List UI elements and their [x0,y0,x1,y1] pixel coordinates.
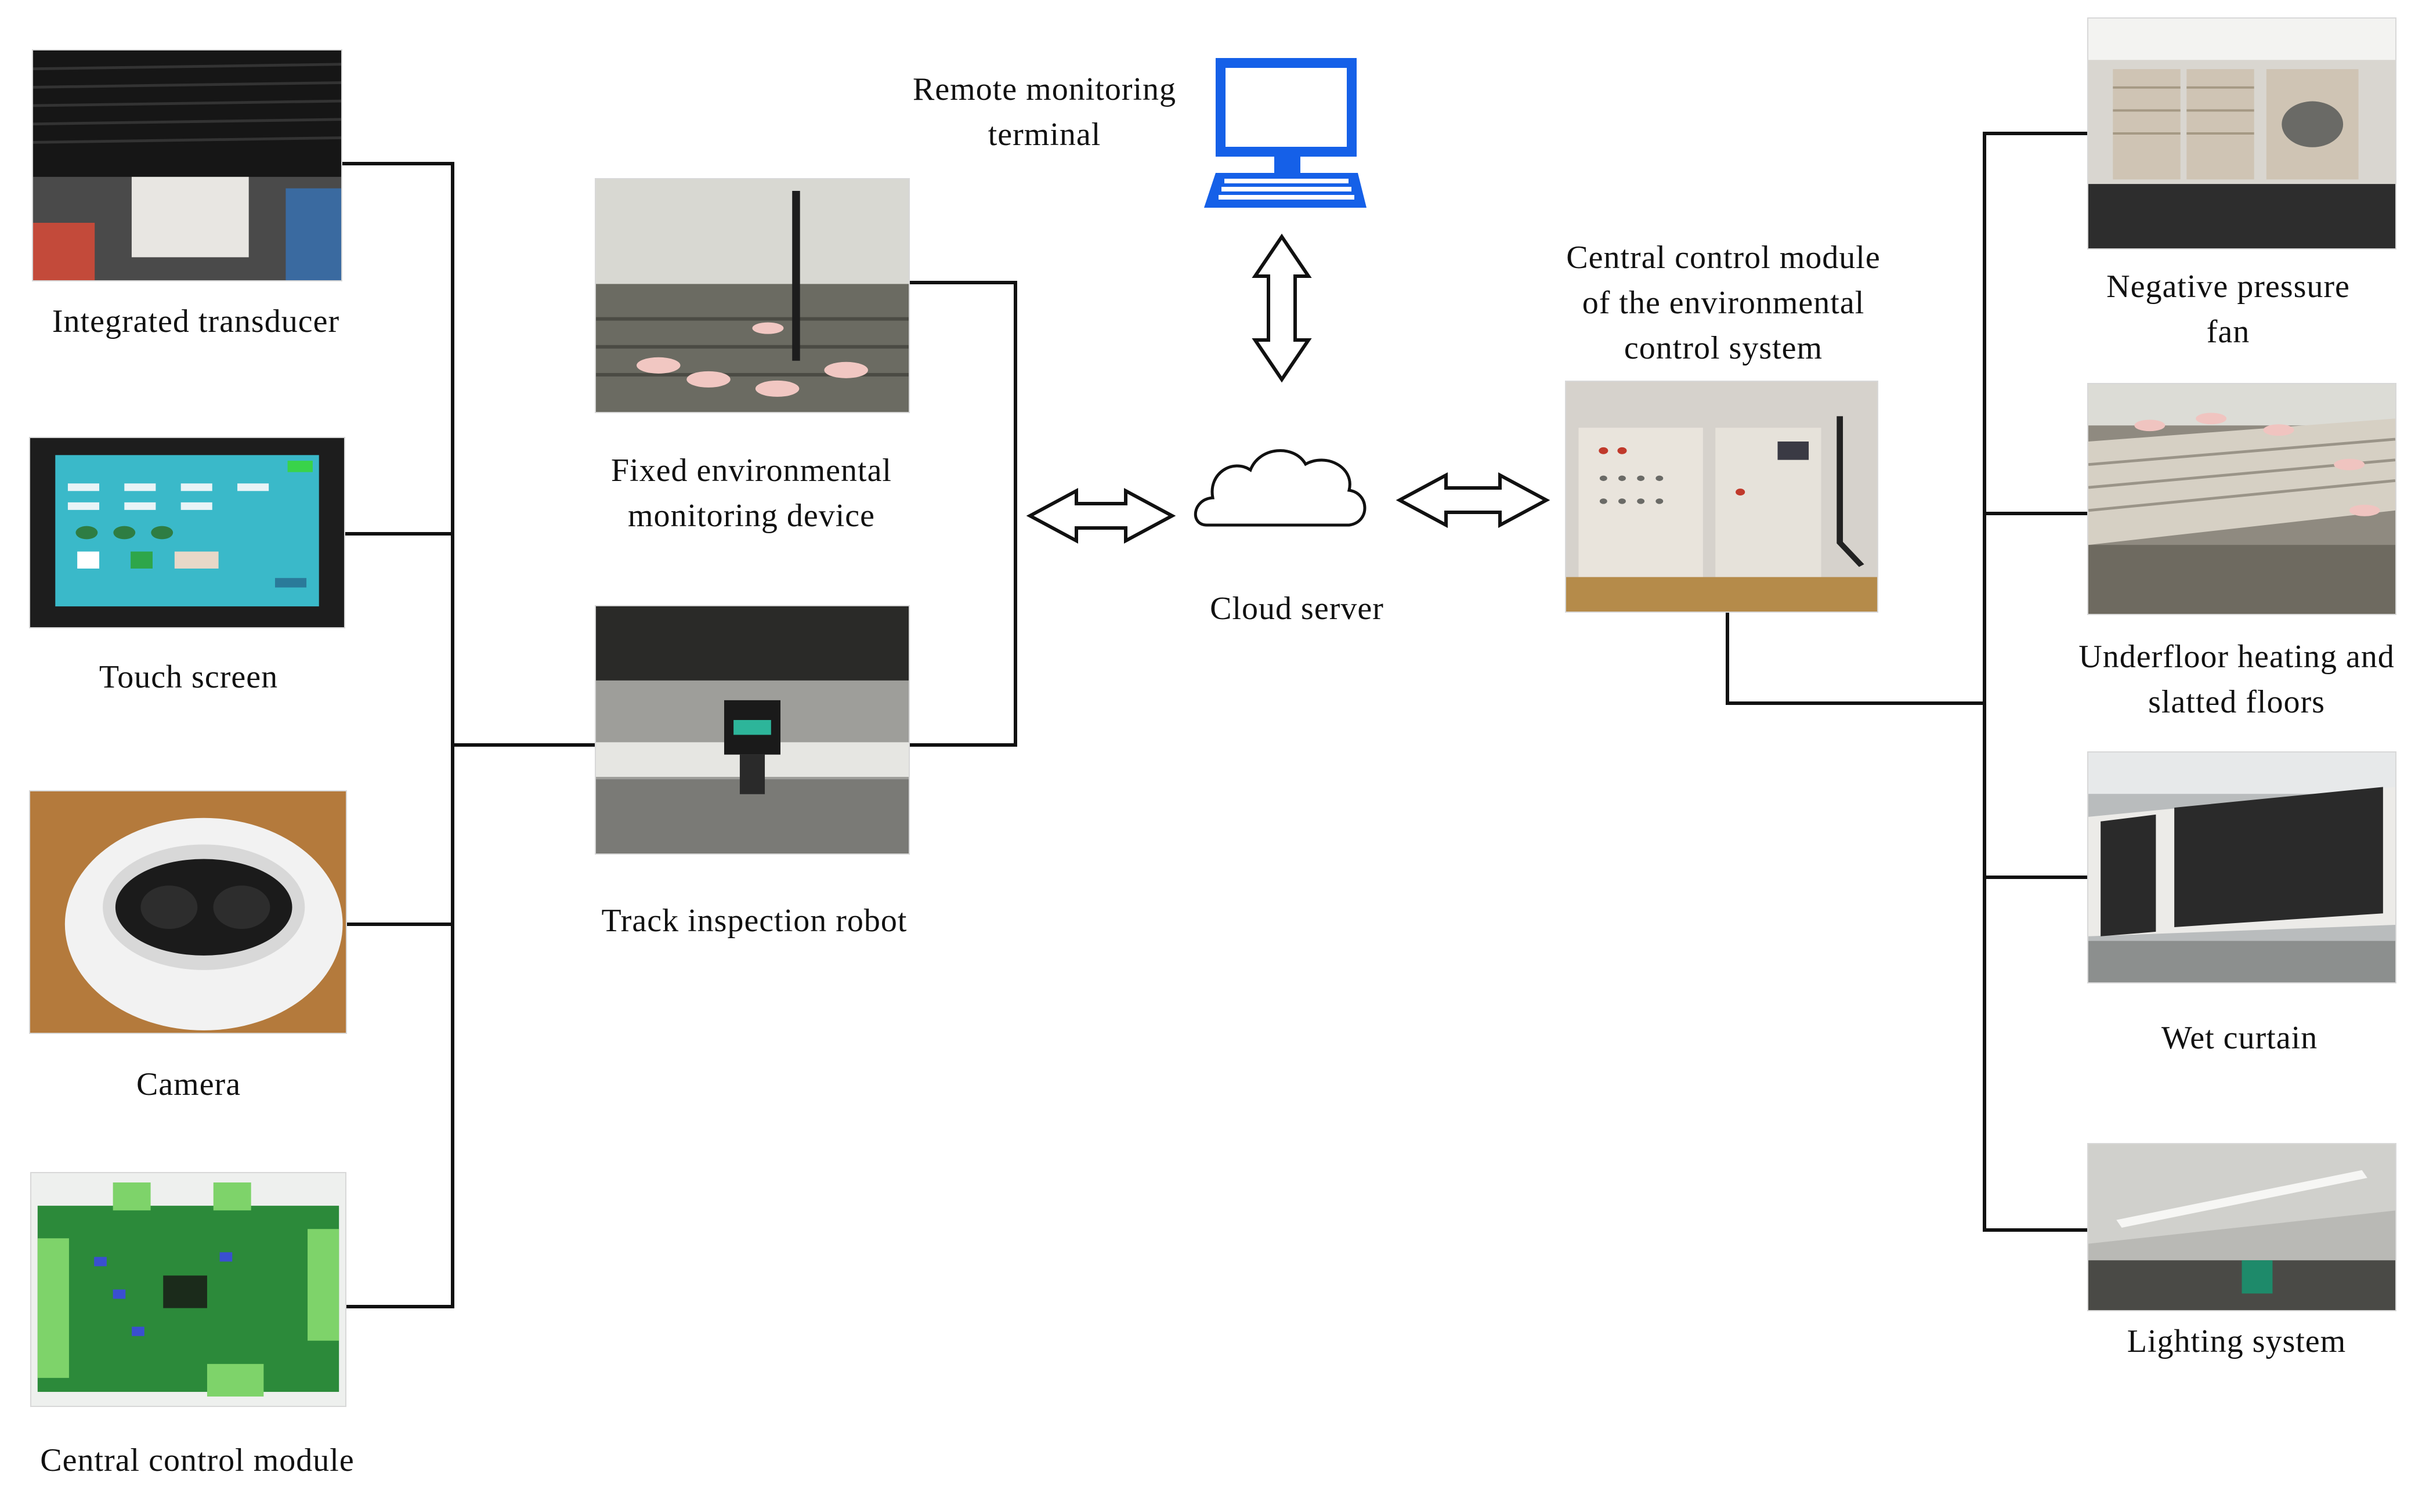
label-cloud-server: Cloud server [1210,591,1384,627]
underfloor-heating-photo [2087,383,2396,615]
connector-devices-bus [910,281,1017,747]
label-fixed-environmental-monitoring-device: Fixed environmental monitoring device [610,453,892,534]
label-env-central-control-module: Central control module of the environmen… [1566,240,1881,366]
fixed-environmental-monitoring-device-photo [595,178,910,413]
label-wet-curtain: Wet curtain [2161,1020,2318,1056]
central-control-module-photo [30,1172,346,1407]
label-negative-pressure-fan: Negative pressure fan [2106,269,2350,350]
connector-right-bus [1983,132,2087,1232]
track-inspection-robot-photo [595,605,910,855]
label-remote-monitoring-terminal: Remote monitoring terminal [912,71,1177,153]
label-lighting-system: Lighting system [2127,1323,2347,1359]
connector-env-control [1726,611,1984,705]
double-arrow-icon [1252,233,1312,383]
cloud-icon [1194,449,1367,527]
double-arrow-icon [1396,472,1550,529]
label-central-control-module: Central control module [40,1442,355,1478]
connector-transducer [342,162,454,1308]
lighting-system-photo [2087,1143,2396,1311]
wet-curtain-photo [2087,751,2396,983]
camera-photo [29,790,347,1034]
env-control-cabinet-photo [1565,381,1878,613]
desktop-computer-icon [1204,58,1367,208]
label-camera: Camera [136,1066,241,1102]
label-underfloor-heating: Underfloor heating and slatted floors [2078,639,2395,720]
label-touch-screen: Touch screen [99,659,279,695]
label-integrated-transducer: Integrated transducer [52,303,340,339]
label-track-inspection-robot: Track inspection robot [601,903,908,939]
touch-screen-photo [29,437,345,628]
integrated-transducer-photo [32,49,342,281]
negative-pressure-fan-photo [2087,17,2396,249]
double-arrow-icon [1026,487,1176,544]
